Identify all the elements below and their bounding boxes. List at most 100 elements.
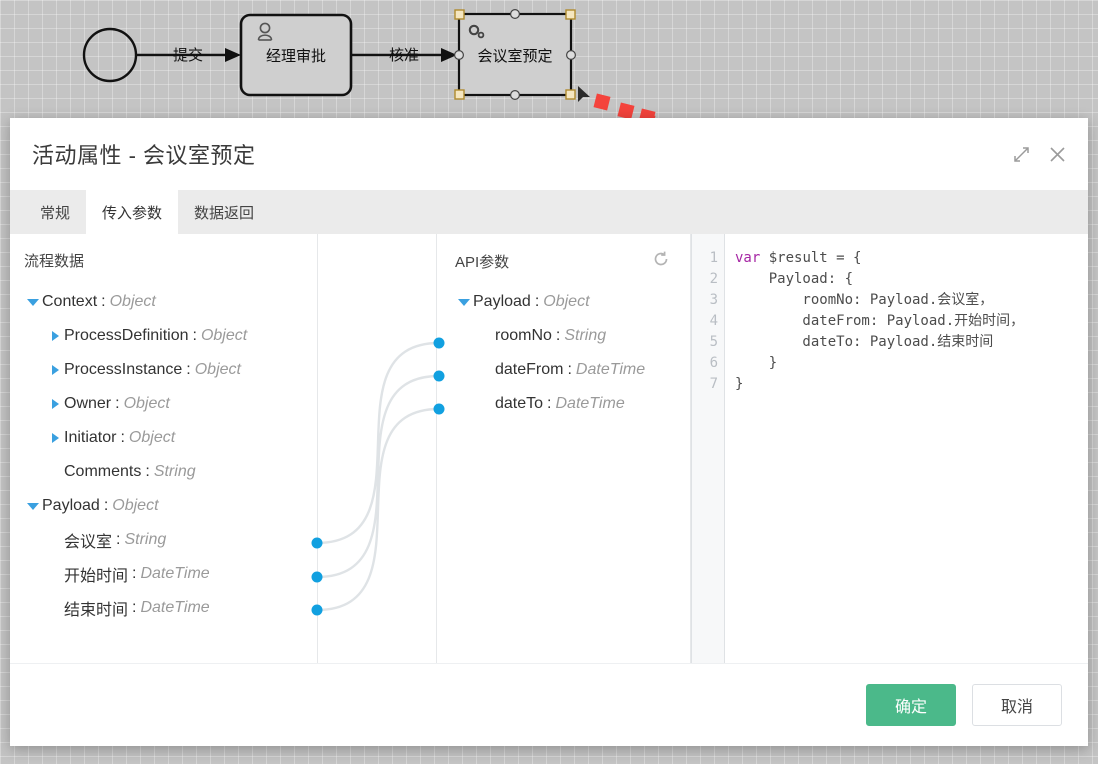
node-type: DateTime <box>140 599 210 616</box>
process-tree-node[interactable]: Payload:Object <box>24 489 317 523</box>
node-separator: : <box>115 395 120 412</box>
caret-right-icon[interactable] <box>46 433 64 443</box>
node-type: String <box>564 327 607 344</box>
tab-general[interactable]: 常规 <box>40 204 71 222</box>
close-icon[interactable] <box>1046 143 1068 165</box>
code-line: } <box>735 355 778 371</box>
process-tree-node[interactable]: Owner:Object <box>24 387 317 421</box>
code-line: } <box>735 376 744 392</box>
code-line: roomNo: Payload.会议室， <box>735 292 994 308</box>
line-number: 5 <box>709 334 718 350</box>
api-parameters-caption: API参数 <box>455 254 510 271</box>
process-tree-node[interactable]: 结束时间:DateTime <box>24 591 317 625</box>
line-number: 7 <box>709 376 718 392</box>
dialog-title: 活动属性 - 会议室预定 <box>32 143 256 168</box>
node-separator: : <box>534 293 540 310</box>
node-type: DateTime <box>555 395 625 412</box>
api-tree-node[interactable]: dateTo:DateTime <box>455 387 690 421</box>
node-separator: : <box>567 361 572 378</box>
node-name: roomNo <box>495 327 552 344</box>
node-type: Object <box>123 395 170 412</box>
node-name: 开始时间 <box>64 568 129 585</box>
node-type: Object <box>200 327 248 344</box>
caret-right-icon[interactable] <box>46 399 64 409</box>
mapping-link-panel[interactable] <box>318 234 437 663</box>
node-separator: : <box>547 395 552 412</box>
code-editor-content[interactable]: var $result = { Payload: { roomNo: Paylo… <box>725 234 1088 663</box>
node-separator: : <box>132 565 137 582</box>
node-name: ProcessInstance <box>64 361 183 378</box>
node-name: Payload <box>473 293 531 310</box>
tab-data-return[interactable]: 数据返回 <box>194 204 255 222</box>
node-separator: : <box>186 361 191 378</box>
process-tree-node[interactable]: Comments:String <box>24 455 317 489</box>
code-keyword: var <box>735 250 761 266</box>
code-line: dateTo: Payload.结束时间 <box>735 334 994 350</box>
activity-properties-dialog: 活动属性 - 会议室预定 常规 传入参数 数据返回 流程数据 Co <box>10 118 1088 746</box>
api-tree-node[interactable]: dateFrom:DateTime <box>455 353 690 387</box>
line-number: 6 <box>709 355 718 371</box>
node-type: Object <box>128 429 176 446</box>
gears-icon <box>468 24 485 39</box>
dialog-header-actions <box>1010 118 1068 190</box>
code-line: var $result = { <box>735 250 862 266</box>
node-separator: : <box>192 327 197 344</box>
process-tree-node[interactable]: 会议室:String <box>24 523 317 557</box>
node-separator: : <box>120 429 125 446</box>
node-type: String <box>153 463 196 480</box>
flow-label-approve: 核准 <box>389 47 419 64</box>
user-task-label: 经理审批 <box>266 48 326 65</box>
service-task-label: 会议室预定 <box>477 48 552 65</box>
caret-down-icon[interactable] <box>455 298 473 306</box>
refresh-icon[interactable] <box>652 250 670 273</box>
node-type: Object <box>112 497 159 514</box>
api-tree-node[interactable]: roomNo:String <box>455 319 690 353</box>
node-name: ProcessDefinition <box>64 327 189 344</box>
dialog-header: 活动属性 - 会议室预定 <box>10 118 1088 190</box>
node-type: Object <box>109 293 156 310</box>
node-separator: : <box>555 327 561 344</box>
line-number: 4 <box>709 313 718 329</box>
line-number: 2 <box>709 271 718 287</box>
node-name: Context <box>42 293 98 310</box>
selection-handles[interactable] <box>454 9 576 100</box>
process-tree-node[interactable]: Initiator:Object <box>24 421 317 455</box>
cursor-pointer <box>578 86 590 102</box>
caret-down-icon[interactable] <box>24 502 42 510</box>
process-tree-node[interactable]: ProcessDefinition:Object <box>24 319 317 353</box>
node-name: dateFrom <box>495 361 564 378</box>
caret-right-icon[interactable] <box>46 365 64 375</box>
node-type: Object <box>194 361 241 378</box>
process-tree-node[interactable]: Context:Object <box>24 285 317 319</box>
process-diagram: 提交 经理审批 核准 会议室预定 <box>82 9 656 120</box>
api-tree-node[interactable]: Payload:Object <box>455 285 690 319</box>
flow-arrowhead-2 <box>441 48 457 62</box>
process-data-caption: 流程数据 <box>24 253 85 270</box>
node-type: Object <box>543 293 590 310</box>
start-event-node <box>82 27 138 83</box>
caret-down-icon[interactable] <box>24 298 42 306</box>
node-separator: : <box>116 531 121 548</box>
line-number: 1 <box>709 250 718 266</box>
cancel-button[interactable]: 取消 <box>972 684 1062 726</box>
expand-icon[interactable] <box>1010 143 1032 165</box>
node-type: DateTime <box>575 361 646 378</box>
caret-right-icon[interactable] <box>46 331 64 341</box>
node-name: 结束时间 <box>64 602 129 619</box>
node-type: String <box>124 531 167 548</box>
process-tree-node[interactable]: 开始时间:DateTime <box>24 557 317 591</box>
flow-arrowhead-1 <box>225 48 241 62</box>
tab-input-parameters[interactable]: 传入参数 <box>86 190 179 234</box>
node-name: Owner <box>64 395 112 412</box>
process-tree-node[interactable]: ProcessInstance:Object <box>24 353 317 387</box>
confirm-button[interactable]: 确定 <box>866 684 956 726</box>
dialog-footer: 确定 取消 <box>10 664 1088 746</box>
node-name: Payload <box>42 497 100 514</box>
